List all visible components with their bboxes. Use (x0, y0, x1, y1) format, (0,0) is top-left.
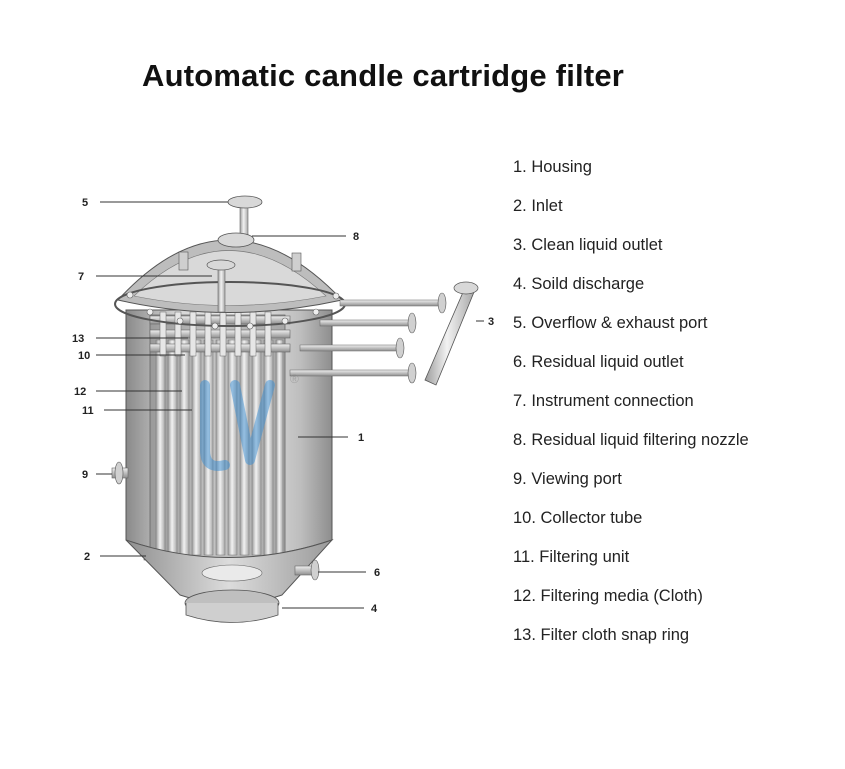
legend-item-residual-filtering-nozzle: 8. Residual liquid filtering nozzle (513, 431, 749, 449)
legend-item-viewing-port: 9. Viewing port (513, 470, 622, 488)
registered-mark: ® (290, 372, 299, 386)
callout-3: 3 (488, 316, 494, 328)
collector-tubes (149, 311, 291, 357)
callout-11: 11 (82, 405, 94, 417)
callout-9: 9 (82, 469, 88, 481)
callout-7: 7 (78, 271, 84, 283)
legend-item-inlet: 2. Inlet (513, 197, 563, 215)
brand-watermark: ® (200, 372, 299, 471)
parts-legend: 1. Housing 2. Inlet 3. Clean liquid outl… (513, 158, 838, 665)
legend-item-housing: 1. Housing (513, 158, 592, 176)
filtering-units (155, 339, 284, 556)
legend-item-instrument-connection: 7. Instrument connection (513, 392, 694, 410)
clean-liquid-outlet (289, 281, 479, 386)
dome-head (114, 239, 346, 330)
callouts: 5 8 7 3 13 10 12 11 1 9 2 6 4 (72, 197, 494, 615)
legend-item-filtering-unit: 11. Filtering unit (513, 548, 630, 566)
top-nozzles (217, 195, 263, 248)
callout-6: 6 (374, 567, 380, 579)
callout-10: 10 (78, 350, 90, 362)
legend-item-collector-tube: 10. Collector tube (513, 509, 643, 527)
callout-2: 2 (84, 551, 90, 563)
callout-4: 4 (371, 603, 378, 615)
solid-discharge (125, 538, 334, 623)
legend-item-filter-cloth-snap-ring: 13. Filter cloth snap ring (513, 626, 690, 644)
callout-1: 1 (358, 432, 364, 444)
callout-5: 5 (82, 197, 88, 209)
callout-12: 12 (74, 386, 86, 398)
legend-item-clean-liquid-outlet: 3. Clean liquid outlet (513, 236, 663, 254)
legend-item-filtering-media: 12. Filtering media (Cloth) (513, 587, 703, 605)
legend-item-solid-discharge: 4. Soild discharge (513, 275, 645, 293)
callout-8: 8 (353, 231, 359, 243)
leader-lines (96, 201, 484, 609)
callout-13: 13 (72, 333, 84, 345)
page-title: Automatic candle cartridge filter (142, 58, 625, 93)
residual-liquid-outlet (294, 559, 320, 581)
viewing-port (111, 461, 129, 485)
legend-item-residual-liquid-outlet: 6. Residual liquid outlet (513, 353, 684, 371)
legend-item-overflow-exhaust-port: 5. Overflow & exhaust port (513, 314, 708, 332)
